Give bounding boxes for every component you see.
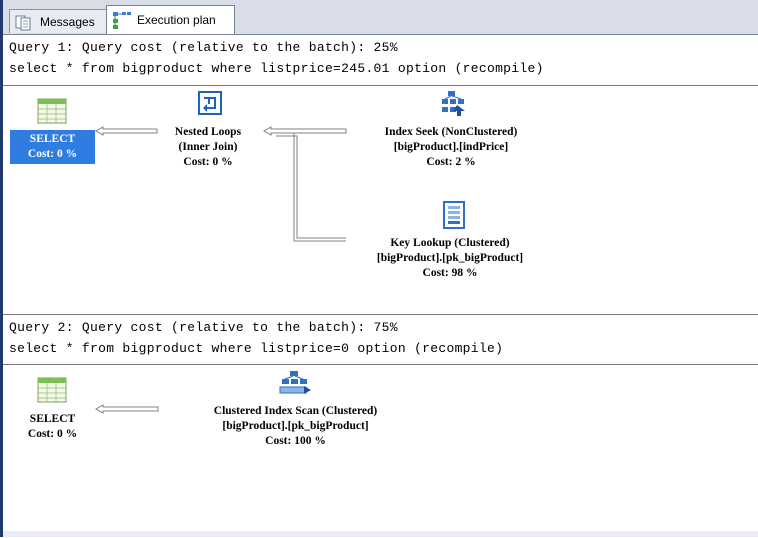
index-seek-cost: Cost: 2 %: [426, 156, 476, 168]
query1-separator: [3, 85, 758, 86]
messages-icon: [14, 13, 36, 31]
select-node-icon[interactable]: [37, 98, 67, 129]
index-seek-node[interactable]: Index Seek (NonClustered) [bigProduct].[…: [345, 125, 557, 170]
clustered-index-scan-icon[interactable]: [278, 369, 312, 402]
clustered-index-scan-node[interactable]: Clustered Index Scan (Clustered) [bigPro…: [158, 404, 433, 449]
left-rail: [0, 0, 3, 537]
index-seek-name: Index Seek (NonClustered): [384, 126, 518, 138]
key-lookup-node[interactable]: Key Lookup (Clustered) [bigProduct].[pk_…: [330, 236, 570, 281]
query2-separator: [3, 364, 758, 365]
clustered-scan-object: [bigProduct].[pk_bigProduct]: [222, 420, 369, 432]
key-lookup-name: Key Lookup (Clustered): [390, 237, 510, 249]
horizontal-scrollbar-area[interactable]: [3, 531, 758, 537]
nested-loops-node[interactable]: Nested Loops (Inner Join) Cost: 0 %: [148, 125, 268, 170]
clustered-scan-cost: Cost: 100 %: [265, 435, 326, 447]
nested-loops-name: Nested Loops: [174, 126, 242, 138]
select-node-icon[interactable]: [37, 377, 67, 408]
results-tab-bar: Messages Execution plan: [3, 0, 758, 35]
query2-cost-header: Query 2: Query cost (relative to the bat…: [9, 320, 398, 335]
tab-messages[interactable]: Messages: [9, 9, 107, 33]
tab-execution-plan[interactable]: Execution plan: [106, 5, 235, 34]
query2-sql-text: select * from bigproduct where listprice…: [9, 341, 504, 356]
clustered-scan-name: Clustered Index Scan (Clustered): [213, 405, 378, 417]
index-seek-icon[interactable]: [438, 89, 468, 122]
index-seek-object: [bigProduct].[indPrice]: [393, 141, 509, 153]
key-lookup-icon[interactable]: [440, 200, 468, 235]
query2-select-cost: Cost: 0 %: [27, 428, 78, 440]
query2-select-name: SELECT: [29, 413, 76, 425]
nested-loops-cost: Cost: 0 %: [183, 156, 233, 168]
execution-plan-icon: [111, 11, 133, 29]
nested-loops-icon[interactable]: [195, 89, 225, 122]
tab-execution-plan-label: Execution plan: [137, 13, 216, 27]
nested-loops-sub: (Inner Join): [178, 141, 238, 153]
query2-top-separator: [3, 314, 758, 315]
query1-select-node[interactable]: SELECT Cost: 0 %: [10, 130, 95, 164]
query1-select-cost: Cost: 0 %: [27, 148, 78, 160]
query2-select-node[interactable]: SELECT Cost: 0 %: [10, 412, 95, 442]
query1-select-name: SELECT: [29, 133, 76, 145]
key-lookup-object: [bigProduct].[pk_bigProduct]: [376, 252, 524, 264]
query1-sql-text: select * from bigproduct where listprice…: [9, 61, 544, 76]
execution-plan-pane: [3, 34, 758, 538]
tab-messages-label: Messages: [40, 14, 95, 29]
key-lookup-cost: Cost: 98 %: [422, 267, 478, 279]
query1-cost-header: Query 1: Query cost (relative to the bat…: [9, 40, 398, 55]
